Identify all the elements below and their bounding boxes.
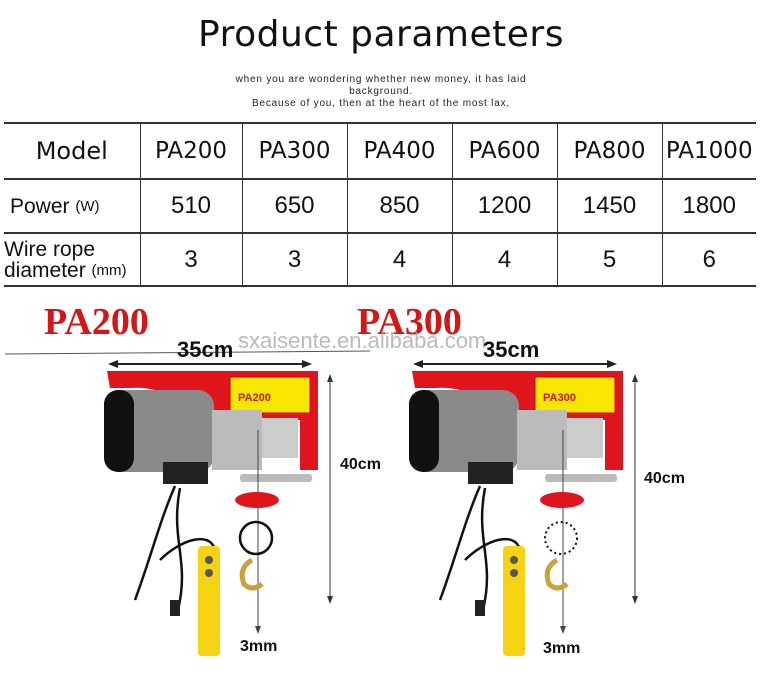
value-cell: 650 <box>241 178 347 234</box>
width-arrow <box>413 360 617 368</box>
watermark: sxaisente.en.alibaba.com <box>238 328 487 353</box>
width-arrow <box>108 360 312 368</box>
power-cable <box>438 485 522 611</box>
label-text: Power <box>10 194 70 218</box>
motor-cap <box>409 390 439 472</box>
value-cell: 4 <box>346 232 452 287</box>
unit: (mm) <box>91 261 127 279</box>
height-label: 40cm <box>644 470 685 487</box>
gearbox <box>517 410 567 470</box>
wire-label: 3mm <box>240 638 278 655</box>
value-cell: 4 <box>451 232 557 287</box>
hook-icon <box>239 557 264 591</box>
row-label: Power (W) <box>4 178 140 234</box>
limit-lever <box>545 474 617 482</box>
value-cell: 1200 <box>451 178 557 234</box>
table-row-power: Power (W) 510 650 850 1200 1450 1800 <box>4 178 756 234</box>
drum <box>262 418 298 458</box>
nameplate <box>229 376 311 414</box>
switch-box <box>163 462 208 484</box>
row-label: Model <box>4 122 140 180</box>
nameplate-text: PA300 <box>543 392 576 404</box>
value-cell: 1450 <box>556 178 662 234</box>
value-cell: 5 <box>556 232 662 287</box>
model-heading: PA200 <box>44 301 149 343</box>
model-cell: PA400 <box>346 122 452 180</box>
stop-disc <box>540 492 584 508</box>
height-label: 40cm <box>340 456 381 473</box>
up-button-icon <box>205 556 213 564</box>
subtitle: when you are wondering whether new money… <box>0 74 762 110</box>
value-cell: 3 <box>241 232 347 287</box>
plug-icon <box>170 600 180 616</box>
model-cell: PA300 <box>241 122 347 180</box>
table-row-model: Model PA200 PA300 PA400 PA600 PA800 PA10… <box>4 122 756 180</box>
nameplate <box>534 376 616 414</box>
up-button-icon <box>510 556 518 564</box>
subtitle-line: when you are wondering whether new money… <box>235 74 527 85</box>
down-button-icon <box>510 569 518 577</box>
value-cell: 850 <box>346 178 452 234</box>
unit: (W) <box>75 197 100 215</box>
page-title: Product parameters <box>198 14 564 55</box>
motor-cap <box>104 390 134 472</box>
value-cell: 3 <box>139 232 242 287</box>
pendant-control <box>503 546 525 656</box>
drum <box>567 418 603 458</box>
down-button-icon <box>205 569 213 577</box>
width-label: 35cm <box>177 337 234 362</box>
hoist-pa300 <box>409 360 638 656</box>
width-label: 35cm <box>483 337 540 362</box>
nameplate-text: PA200 <box>238 392 271 404</box>
spec-table: Model PA200 PA300 PA400 PA600 PA800 PA10… <box>4 122 756 287</box>
model-cell: PA1000 <box>661 122 756 180</box>
subtitle-line: background. <box>349 86 413 97</box>
switch-box <box>468 462 513 484</box>
pendant-control <box>198 546 220 656</box>
wire-label: 3mm <box>543 640 581 657</box>
power-cable <box>133 485 217 611</box>
model-cell: PA800 <box>556 122 662 180</box>
label-text: Wire rope <box>4 237 96 261</box>
model-heading: PA300 <box>357 301 462 343</box>
model-cell: PA200 <box>139 122 242 180</box>
model-cell: PA600 <box>451 122 557 180</box>
height-arrow <box>327 374 333 604</box>
divider <box>4 350 371 355</box>
gearbox <box>212 410 262 470</box>
circle-icon <box>238 520 274 556</box>
hoist-pa200 <box>104 360 333 656</box>
stop-disc <box>235 492 279 508</box>
value-cell: 6 <box>661 232 756 287</box>
subtitle-line: Because of you, then at the heart of the… <box>252 98 510 109</box>
limit-lever <box>240 474 312 482</box>
value-cell: 1800 <box>661 178 756 234</box>
plug-icon <box>475 600 485 616</box>
value-cell: 510 <box>139 178 242 234</box>
label-text: diameter <box>4 258 86 282</box>
dotted-circle-icon <box>544 521 578 555</box>
hook-icon <box>544 557 569 591</box>
height-arrow <box>632 374 638 604</box>
